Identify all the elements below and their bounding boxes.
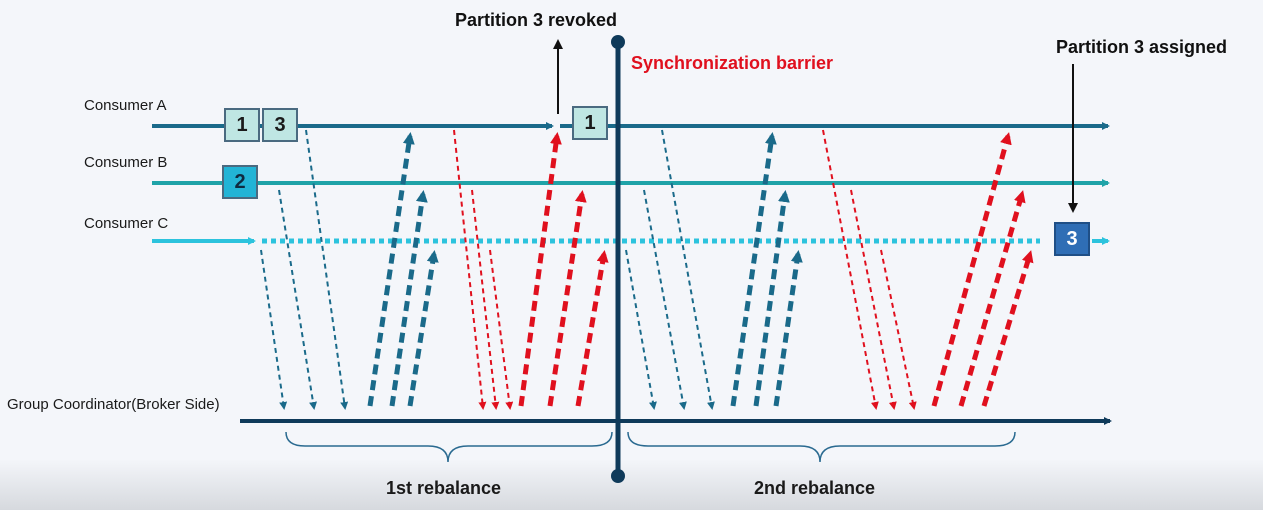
partition-box: 2 — [222, 165, 258, 199]
rebalance-2-brace — [627, 431, 1016, 463]
partition-box: 3 — [1054, 222, 1090, 256]
barrier-top-dot — [611, 35, 625, 49]
sync-request-arrow — [850, 189, 897, 410]
join-request-arrow — [625, 249, 657, 410]
consumer-a-label: Consumer A — [84, 97, 167, 114]
consumer-c-label: Consumer C — [84, 215, 169, 232]
rebalance-1-brace — [285, 431, 613, 463]
join-request-arrow — [260, 249, 288, 410]
join-response-arrow — [389, 190, 428, 407]
join-request-arrow — [661, 129, 715, 410]
sync-request-arrow — [453, 129, 487, 410]
join-response-arrow — [753, 190, 790, 407]
join-request-arrow — [643, 189, 687, 410]
sync-request-arrow — [822, 129, 879, 410]
sync-response-arrow — [958, 190, 1026, 407]
partition-box: 3 — [262, 108, 298, 142]
sync-response-arrow — [981, 250, 1034, 407]
partition-box: 1 — [224, 108, 260, 142]
coordinator-label: Group Coordinator(Broker Side) — [7, 396, 220, 413]
sync-response-arrow — [547, 190, 587, 407]
partition-assigned-label: Partition 3 assigned — [1056, 37, 1228, 57]
consumer-b-label: Consumer B — [84, 154, 168, 171]
sync-response-arrow — [931, 132, 1012, 407]
join-response-arrow — [367, 132, 415, 407]
join-request-arrow — [278, 189, 317, 410]
synchronization-barrier-label: Synchronization barrier — [631, 53, 834, 73]
sync-request-arrow — [489, 249, 514, 410]
join-response-arrow — [730, 132, 777, 407]
join-response-arrow — [773, 250, 803, 407]
sync-request-arrow — [471, 189, 500, 410]
sync-response-arrow — [518, 132, 562, 407]
partition-revoked-label: Partition 3 revoked — [455, 10, 618, 30]
sync-request-arrow — [880, 249, 917, 410]
rebalance-2-label: 2nd rebalance — [754, 478, 876, 498]
rebalance-1-label: 1st rebalance — [386, 478, 502, 498]
join-response-arrow — [407, 250, 439, 407]
barrier-bottom-dot — [611, 469, 625, 483]
sync-response-arrow — [575, 250, 609, 407]
join-request-arrow — [305, 129, 349, 410]
partition-box: 1 — [572, 106, 608, 140]
